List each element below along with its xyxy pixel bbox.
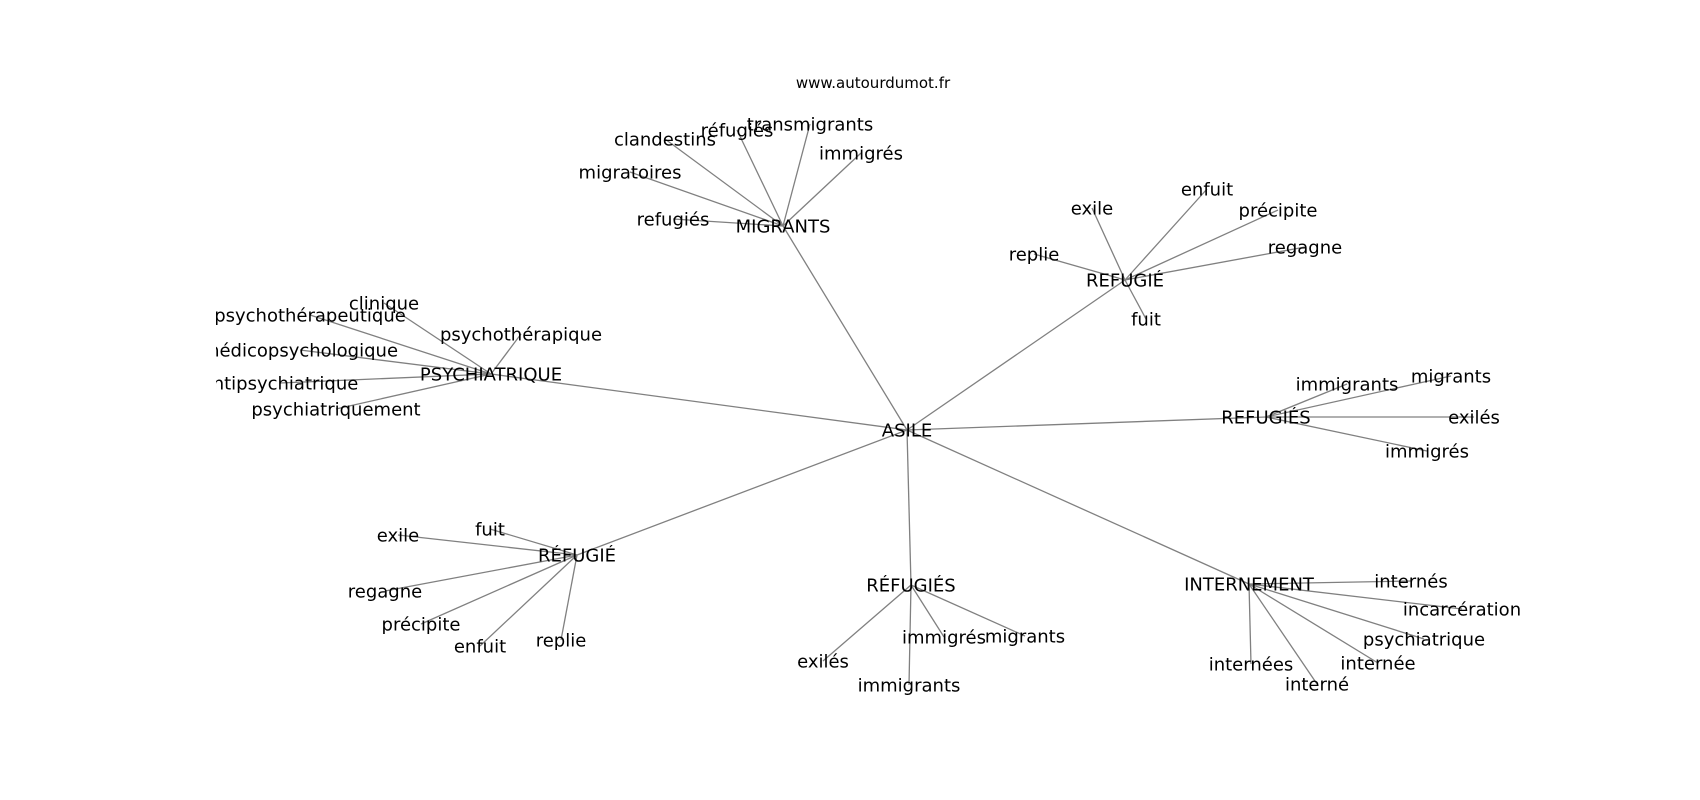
edge-refugie-lower-leaf-4: [479, 554, 578, 647]
edge-migrants-leaf-4: [629, 171, 784, 227]
node-leaf[interactable]: replie: [1009, 244, 1060, 265]
node-hub-refugies-bottom[interactable]: RÉFUGIÉS: [866, 574, 955, 596]
edge-internement-leaf-4: [1248, 583, 1252, 665]
node-leaf[interactable]: exilés: [1448, 407, 1500, 428]
edge-layer: [279, 123, 1474, 686]
node-leaf[interactable]: incarcération: [1403, 599, 1521, 620]
source-watermark: www.autourdumot.fr: [796, 74, 951, 92]
edge-internement-leaf-0: [1248, 580, 1412, 585]
node-leaf[interactable]: regagne: [348, 581, 422, 602]
node-leaf[interactable]: réfugiés: [701, 120, 774, 141]
edge-center-refugies-bottom: [906, 429, 912, 586]
edge-center-refugie-lower: [576, 429, 908, 556]
edge-center-internement: [906, 429, 1250, 585]
node-leaf[interactable]: immigrés: [1385, 441, 1469, 462]
edge-refugie-lower-leaf-1: [489, 528, 578, 556]
edge-psychiatrique-leaf-1: [309, 314, 492, 375]
node-leaf[interactable]: enfuit: [454, 636, 506, 657]
edge-refugies-bottom-leaf-0: [822, 584, 912, 662]
edge-migrants-leaf-1: [736, 129, 784, 227]
edge-refugies-right-leaf-0: [1265, 383, 1348, 418]
edge-center-psychiatrique: [490, 373, 908, 431]
node-leaf[interactable]: précipite: [382, 614, 461, 635]
edge-refugie-upper-leaf-5: [1124, 279, 1147, 320]
node-leaf[interactable]: précipite: [1239, 200, 1318, 221]
node-leaf[interactable]: psychothérapique: [440, 324, 602, 345]
edge-refugie-lower-leaf-0: [397, 534, 578, 556]
edge-internement-leaf-5: [1248, 583, 1318, 685]
node-hub-psychiatrique[interactable]: PSYCHIATRIQUE: [420, 364, 562, 385]
node-hub-internement[interactable]: INTERNEMENT: [1184, 574, 1315, 595]
node-leaf[interactable]: psychothérapeutique: [214, 305, 406, 326]
node-leaf[interactable]: fuit: [475, 519, 505, 540]
node-leaf[interactable]: exile: [377, 525, 420, 546]
edge-internement-leaf-3: [1248, 583, 1379, 664]
node-leaf[interactable]: regagne: [1268, 237, 1342, 258]
node-leaf[interactable]: clinique: [349, 293, 419, 314]
node-leaf[interactable]: migrants: [1411, 366, 1491, 387]
edge-refugie-upper-leaf-4: [1124, 246, 1306, 281]
edge-refugies-right-leaf-3: [1265, 416, 1428, 452]
node-leaf[interactable]: immigrés: [819, 143, 903, 164]
edge-migrants-leaf-0: [664, 138, 784, 227]
node-leaf[interactable]: exile: [1071, 198, 1114, 219]
node-leaf[interactable]: internées: [1209, 654, 1294, 675]
edge-refugie-upper-leaf-2: [1124, 209, 1279, 281]
node-leaf[interactable]: internés: [1374, 571, 1448, 592]
edge-migrants-leaf-5: [672, 218, 784, 227]
node-leaf[interactable]: transmigrants: [747, 114, 874, 135]
node-leaf[interactable]: immigrés: [902, 627, 986, 648]
node-leaf[interactable]: refugiés: [637, 209, 710, 230]
node-leaf[interactable]: clandestins: [614, 129, 716, 150]
edge-refugie-upper-leaf-1: [1124, 188, 1208, 281]
node-hub-refugie-lower[interactable]: RÉFUGIÉ: [538, 544, 616, 566]
edge-psychiatrique-leaf-2: [490, 333, 522, 375]
edge-psychiatrique-leaf-3: [299, 349, 492, 375]
edge-center-migrants: [782, 225, 908, 431]
edge-refugies-bottom-leaf-2: [910, 584, 1026, 637]
node-leaf[interactable]: migrants: [985, 626, 1065, 647]
edge-refugie-lower-leaf-3: [420, 554, 578, 625]
node-leaf[interactable]: antipsychiatrique: [202, 373, 359, 394]
edge-migrants-leaf-2: [782, 123, 811, 227]
edge-refugie-upper-leaf-0: [1091, 207, 1126, 281]
edge-refugie-lower-leaf-2: [384, 554, 578, 592]
node-leaf[interactable]: immigrants: [1296, 374, 1399, 395]
node-leaf[interactable]: internée: [1340, 653, 1415, 674]
edge-refugies-right-leaf-1: [1265, 375, 1452, 418]
node-leaf[interactable]: psychiatriquement: [251, 399, 420, 420]
node-leaf[interactable]: migratoires: [579, 162, 682, 183]
edge-internement-leaf-2: [1248, 583, 1425, 640]
edge-psychiatrique-leaf-4: [279, 373, 492, 384]
node-center[interactable]: ASILE: [882, 420, 932, 441]
node-label-layer: ASILE MIGRANTS clandestinsréfugiéstransmig…: [202, 114, 1521, 696]
node-hub-refugies-right[interactable]: REFUGIÉS: [1221, 406, 1310, 428]
edge-internement-leaf-1: [1248, 583, 1463, 610]
node-hub-refugie-upper[interactable]: REFUGIÉ: [1086, 269, 1164, 291]
node-leaf[interactable]: immigrants: [858, 675, 961, 696]
node-leaf[interactable]: exilés: [797, 651, 849, 672]
edge-refugie-lower-leaf-5: [560, 554, 578, 641]
node-leaf[interactable]: fuit: [1131, 309, 1161, 330]
edge-refugies-bottom-leaf-3: [908, 584, 912, 686]
edge-migrants-leaf-3: [782, 152, 862, 227]
node-leaf[interactable]: enfuit: [1181, 179, 1233, 200]
node-leaf[interactable]: replie: [536, 630, 587, 651]
edge-psychiatrique-leaf-0: [383, 302, 492, 375]
node-leaf[interactable]: interné: [1285, 674, 1349, 695]
edge-center-refugie-upper: [906, 279, 1126, 431]
edge-center-refugies-right: [906, 416, 1267, 431]
node-leaf[interactable]: psychiatrique: [1363, 629, 1485, 650]
edge-refugie-upper-leaf-3: [1033, 253, 1126, 281]
node-leaf[interactable]: médicopsychologique: [202, 340, 398, 361]
edge-refugies-bottom-leaf-1: [910, 584, 945, 638]
node-hub-migrants[interactable]: MIGRANTS: [736, 216, 831, 237]
edge-psychiatrique-leaf-5: [335, 373, 492, 410]
